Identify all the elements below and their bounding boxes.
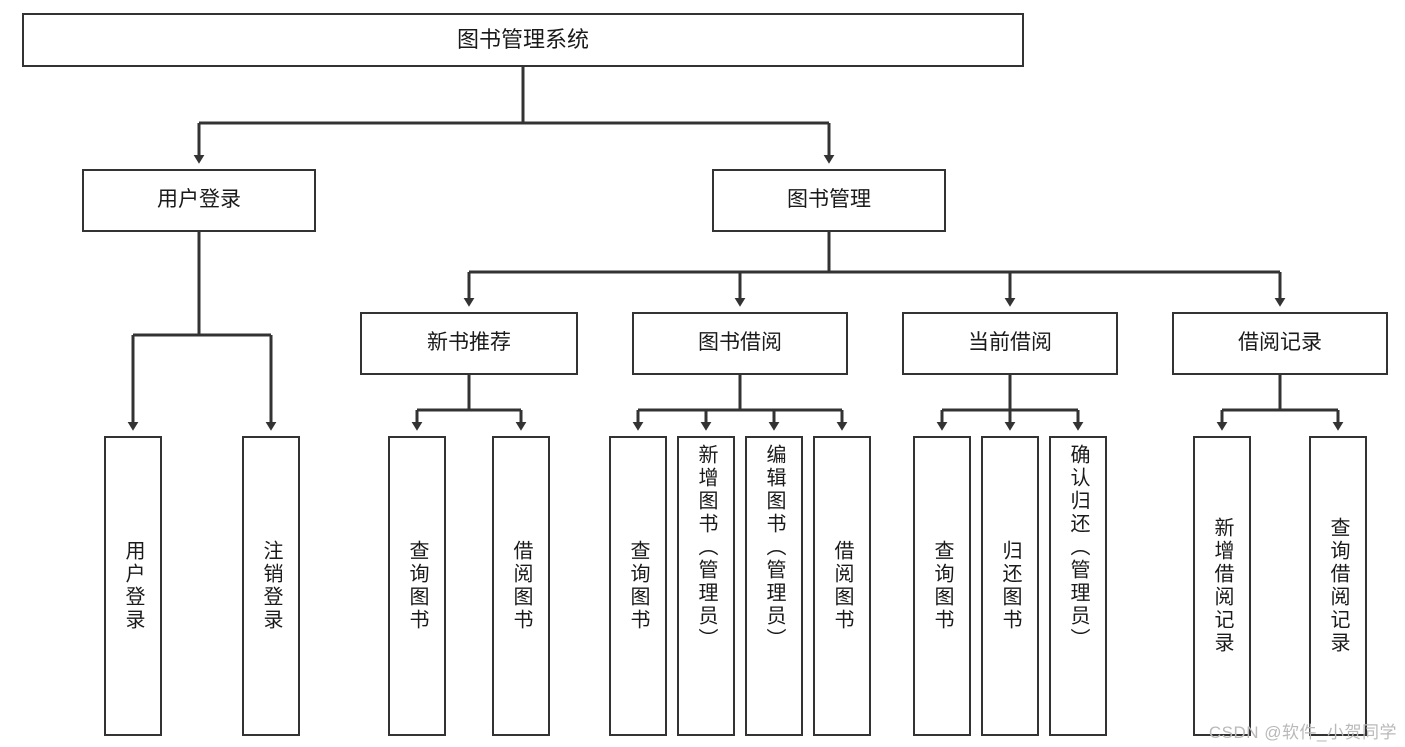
leaf-user-login-signin[interactable]: 用户登录 <box>104 436 162 736</box>
leaf-record-query-label: 查询借阅记录 <box>1327 517 1349 655</box>
leaf-borrow-edit-book-label: 编辑图书（管理员） <box>763 444 785 651</box>
leaf-borrow-edit-book[interactable]: 编辑图书（管理员） <box>745 436 803 736</box>
leaf-current-confirm-return-label: 确认归还（管理员） <box>1067 444 1089 651</box>
watermark: CSDN @软件_小贺同学 <box>1208 723 1397 742</box>
node-user-login[interactable]: 用户登录 <box>82 169 316 232</box>
leaf-user-login-logout[interactable]: 注销登录 <box>242 436 300 736</box>
leaf-current-return-book[interactable]: 归还图书 <box>981 436 1039 736</box>
leaf-user-login-logout-label: 注销登录 <box>260 540 282 632</box>
node-user-login-label: 用户登录 <box>157 188 241 212</box>
node-book-borrow-label: 图书借阅 <box>698 331 782 355</box>
leaf-current-confirm-return[interactable]: 确认归还（管理员） <box>1049 436 1107 736</box>
leaf-borrow-query-book[interactable]: 查询图书 <box>609 436 667 736</box>
node-book-borrow[interactable]: 图书借阅 <box>632 312 848 375</box>
node-book-management-label: 图书管理 <box>787 188 871 212</box>
node-root[interactable]: 图书管理系统 <box>22 13 1024 67</box>
node-current-borrow-label: 当前借阅 <box>968 331 1052 355</box>
node-new-book-recommend-label: 新书推荐 <box>427 331 511 355</box>
leaf-record-add[interactable]: 新增借阅记录 <box>1193 436 1251 736</box>
leaf-new-book-query-label: 查询图书 <box>406 540 428 632</box>
node-new-book-recommend[interactable]: 新书推荐 <box>360 312 578 375</box>
leaf-borrow-borrow-book-label: 借阅图书 <box>831 540 853 632</box>
leaf-current-query-book-label: 查询图书 <box>931 540 953 632</box>
leaf-current-query-book[interactable]: 查询图书 <box>913 436 971 736</box>
leaf-user-login-signin-label: 用户登录 <box>122 540 144 632</box>
node-borrow-record-label: 借阅记录 <box>1238 331 1322 355</box>
leaf-borrow-add-book-label: 新增图书（管理员） <box>695 444 717 651</box>
leaf-borrow-add-book[interactable]: 新增图书（管理员） <box>677 436 735 736</box>
node-root-label: 图书管理系统 <box>456 27 589 53</box>
leaf-new-book-borrow-label: 借阅图书 <box>510 540 532 632</box>
leaf-new-book-borrow[interactable]: 借阅图书 <box>492 436 550 736</box>
leaf-record-query[interactable]: 查询借阅记录 <box>1309 436 1367 736</box>
leaf-borrow-query-book-label: 查询图书 <box>627 540 649 632</box>
leaf-record-add-label: 新增借阅记录 <box>1211 517 1233 655</box>
node-borrow-record[interactable]: 借阅记录 <box>1172 312 1388 375</box>
leaf-new-book-query[interactable]: 查询图书 <box>388 436 446 736</box>
leaf-borrow-borrow-book[interactable]: 借阅图书 <box>813 436 871 736</box>
node-current-borrow[interactable]: 当前借阅 <box>902 312 1118 375</box>
node-book-management[interactable]: 图书管理 <box>712 169 946 232</box>
leaf-current-return-book-label: 归还图书 <box>999 540 1021 632</box>
